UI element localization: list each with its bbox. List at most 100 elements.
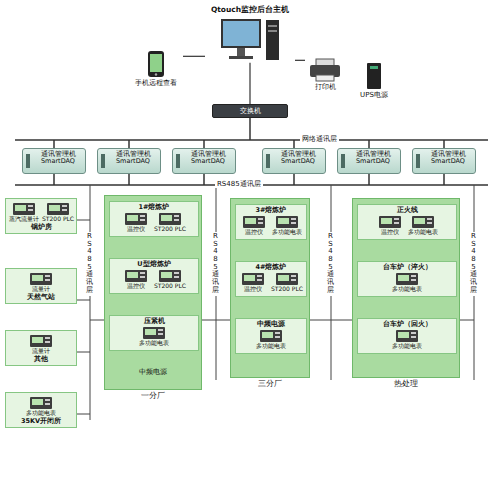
dev-icon: [12, 202, 36, 216]
host-icon: [219, 17, 281, 63]
dev-node: 多功能电表: [391, 271, 423, 294]
host-icon: [205, 17, 295, 63]
dev-icon: [239, 272, 267, 286]
dev-icon: [9, 202, 38, 216]
node-text: 锅炉房: [8, 224, 74, 231]
phone-icon: [146, 50, 166, 78]
group-node: U型熔炼炉温控仪ST200 PLC: [109, 258, 199, 294]
printer-icon: [305, 58, 345, 82]
dev-node: 蒸汽流量计: [8, 201, 39, 224]
layer-label: 网络通讯层: [300, 135, 339, 143]
node-text: SmartDAQ: [108, 158, 158, 165]
node-text: 交换机: [240, 107, 261, 115]
group-node: 压紧机多功能电表: [109, 315, 199, 351]
panel-node: 一分厂1#熔炼炉温控仪ST200 PLCU型熔炼炉温控仪ST200 PLC压紧机…: [104, 195, 202, 390]
panel-node: 三分厂3#熔炼炉温控仪多功能电表4#熔炼炉温控仪ST200 PLC中频电源多功能…: [230, 198, 310, 378]
node-text: 三分厂: [231, 379, 309, 389]
node-text: 多功能电表: [139, 340, 169, 347]
dev-node: 温控仪: [239, 214, 269, 237]
node-text: ST200 PLC: [154, 283, 186, 290]
connector: [183, 56, 205, 57]
vertical-bus-label: RS485通讯层: [85, 232, 94, 296]
device-row: 流量计: [8, 333, 74, 356]
dev-node: ST200 PLC: [41, 201, 74, 224]
node-text: 多功能电表: [392, 286, 422, 293]
layer-label: RS485通讯层: [215, 180, 263, 188]
node-text: 其他: [8, 356, 74, 363]
group-node: 中频电源多功能电表: [235, 318, 307, 354]
device-row: 多功能电表: [360, 328, 454, 351]
node-text: 蒸汽流量计: [9, 216, 38, 223]
node-text: 通讯管理机: [273, 151, 323, 158]
dev-icon: [411, 215, 435, 229]
dev-node: 多功能电表: [407, 214, 439, 237]
node-text: 中频电源: [238, 321, 304, 328]
panel-node: 热处理正火线温控仪多功能电表台车炉（淬火）多功能电表台车炉（回火）多功能电表: [352, 198, 460, 378]
node-text: 3#熔炼炉: [238, 207, 304, 214]
dev-icon: [122, 212, 150, 226]
node-text: 通讯管理机: [108, 151, 158, 158]
node-text: 通讯管理机: [183, 151, 233, 158]
group-node: 正火线温控仪多功能电表: [357, 204, 457, 240]
node-text: 多功能电表: [408, 229, 438, 236]
dev-icon: [122, 269, 150, 283]
dev-icon: [376, 215, 404, 229]
dev-icon: [395, 329, 419, 343]
dev-node: 流量计: [26, 333, 56, 356]
node-text: SmartDAQ: [273, 158, 323, 165]
node-text: 温控仪: [122, 226, 150, 233]
group-node: 1#熔炼炉温控仪ST200 PLC: [109, 201, 199, 237]
node-text: 台车炉（淬火）: [360, 264, 454, 271]
node-text: SmartDAQ: [33, 158, 83, 165]
device-row: 蒸汽流量计ST200 PLC: [8, 201, 74, 224]
node-text: 台车炉（回火）: [360, 321, 454, 328]
mgr-node: 通讯管理机SmartDAQ: [412, 148, 476, 174]
dev-node: 多功能电表: [271, 214, 303, 237]
printer-node: 打印机: [305, 58, 345, 91]
node-text: 流量计: [27, 348, 55, 355]
dev-icon: [27, 334, 55, 348]
node-text: 通讯管理机: [33, 151, 83, 158]
device-row: 温控仪多功能电表: [238, 214, 304, 237]
node-text: 正火线: [360, 207, 454, 214]
dev-node: 温控仪: [121, 268, 151, 291]
phone-node: 手机远程查看: [128, 50, 183, 87]
printer-icon: [308, 58, 342, 82]
dev-icon: [241, 272, 265, 286]
node-text: ST200 PLC: [271, 286, 303, 293]
vertical-bus-label: RS485通讯层: [469, 232, 478, 296]
node-text: 多功能电表: [26, 410, 56, 417]
dev-icon: [27, 272, 55, 286]
dev-node: 流量计: [26, 271, 56, 294]
device-row: 多功能电表: [8, 395, 74, 418]
dev-icon: [154, 212, 186, 226]
dev-node: 多功能电表: [255, 328, 287, 351]
device-row: 流量计: [8, 271, 74, 294]
dev-node: ST200 PLC: [153, 268, 187, 291]
ups-icon: [364, 62, 384, 90]
device-row: 温控仪多功能电表: [360, 214, 454, 237]
dev-node: 多功能电表: [25, 395, 57, 418]
node-text: 天然气站: [8, 294, 74, 301]
dev-icon: [240, 215, 268, 229]
node-text: 温控仪: [239, 286, 267, 293]
node-text: 一分厂: [105, 391, 201, 401]
connector: [249, 63, 250, 104]
dev-icon: [158, 269, 182, 283]
dev-node: 温控仪: [375, 214, 405, 237]
group-node: 4#熔炼炉温控仪ST200 PLC: [235, 261, 307, 297]
dev-node: 多功能电表: [138, 325, 170, 348]
dev-icon: [378, 215, 402, 229]
dev-icon: [46, 202, 70, 216]
vertical-bus-label: RS485通讯层: [326, 232, 335, 296]
node-text: 流量计: [27, 286, 55, 293]
dev-icon: [275, 215, 299, 229]
phone-icon: [128, 50, 183, 78]
dev-node: 多功能电表: [391, 328, 423, 351]
connector: [295, 60, 305, 61]
device-row: 温控仪ST200 PLC: [112, 268, 196, 291]
dev-icon: [142, 326, 166, 340]
dev-icon: [275, 272, 299, 286]
dev-icon: [271, 272, 303, 286]
node-text: 压紧机: [112, 318, 196, 325]
